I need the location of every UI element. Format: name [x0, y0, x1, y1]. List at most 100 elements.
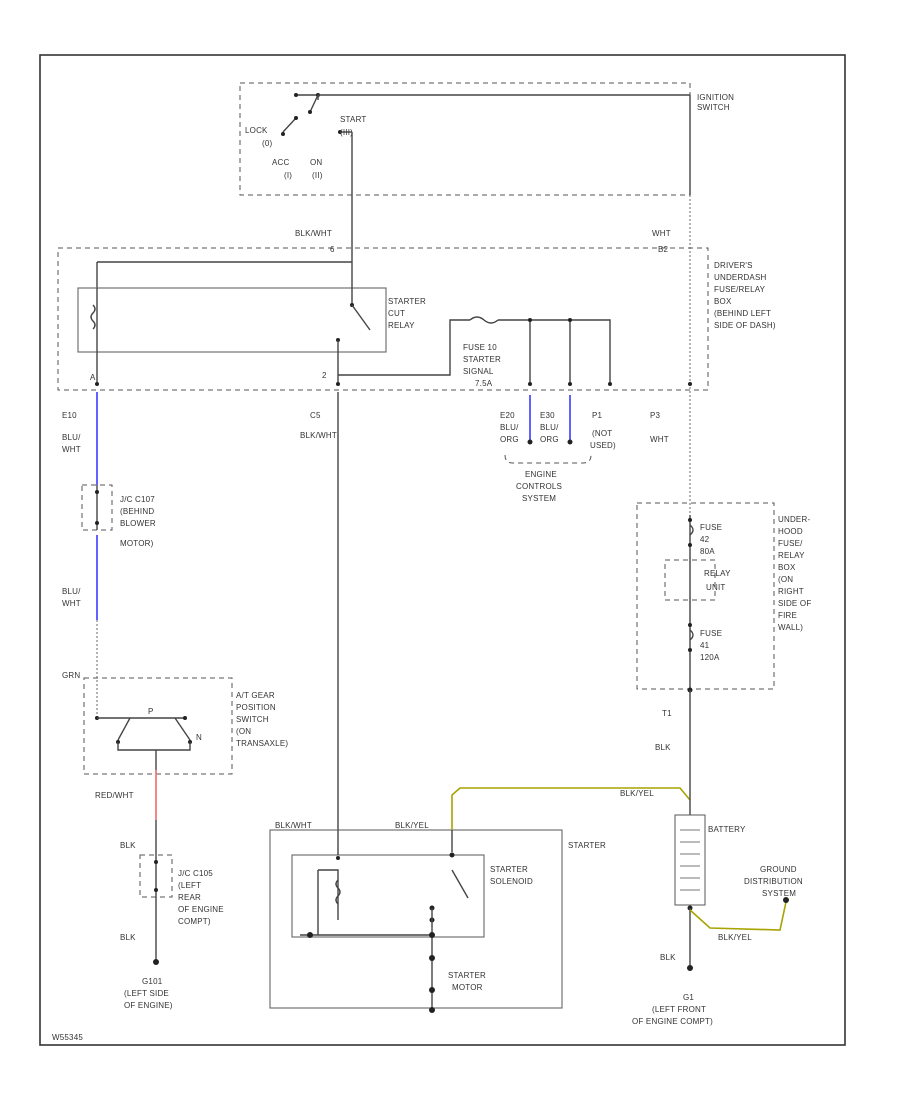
- relay-label: STARTER: [388, 297, 426, 306]
- underhood-label: (ON: [778, 575, 793, 584]
- ground-distribution-label: GROUND: [760, 865, 797, 874]
- ground-label: G1: [683, 993, 694, 1002]
- wire-color: BLK: [120, 933, 136, 942]
- ignition-position-on-code: (II): [312, 171, 323, 180]
- connector-e20: E20: [500, 411, 515, 420]
- motor-label: STARTER: [448, 971, 486, 980]
- fuse-label: 42: [700, 535, 710, 544]
- switch-position-p: P: [148, 707, 154, 716]
- switch-label: POSITION: [236, 703, 276, 712]
- ground-label: (LEFT FRONT: [652, 1005, 706, 1014]
- ignition-switch: IGNITION SWITCH LOCK (0) ACC (I) ON (II)…: [239, 82, 734, 196]
- pin-label: 6: [330, 245, 335, 254]
- battery-label: BATTERY: [708, 825, 746, 834]
- fuse-label: FUSE: [700, 523, 722, 532]
- switch-label: A/T GEAR: [236, 691, 275, 700]
- connector-t1: T1: [662, 709, 672, 718]
- jc-c105: J/C C105 (LEFT REAR OF ENGINE COMPT): [139, 854, 224, 926]
- engine-controls-label: CONTROLS: [516, 482, 562, 491]
- fuse-label: 120A: [700, 653, 720, 662]
- underhood-label: WALL): [778, 623, 803, 632]
- fuse-label: 80A: [700, 547, 715, 556]
- jc-label: J/C C107: [120, 495, 155, 504]
- ground-distribution-label: DISTRIBUTION: [744, 877, 803, 886]
- wire-color: BLK: [655, 743, 671, 752]
- fuse-label: STARTER: [463, 355, 501, 364]
- wire-color: BLK/YEL: [718, 933, 752, 942]
- underhood-label: FIRE: [778, 611, 797, 620]
- jc-label: (BEHIND: [120, 507, 154, 516]
- jc-label: REAR: [178, 893, 201, 902]
- wire-color: WHT: [62, 599, 81, 608]
- jc-c107: J/C C107 (BEHIND BLOWER MOTOR): [81, 484, 156, 548]
- ground-label: G101: [142, 977, 163, 986]
- wire-color: BLK/YEL: [620, 789, 654, 798]
- engine-controls-label: ENGINE: [525, 470, 557, 479]
- wire-note: USED): [590, 441, 616, 450]
- fuse-box-label: (BEHIND LEFT: [714, 309, 771, 318]
- diagram-code: W55345: [52, 1033, 83, 1042]
- starter-label: STARTER: [568, 841, 606, 850]
- connector-p1: P1: [592, 411, 603, 420]
- jc-label: (LEFT: [178, 881, 201, 890]
- engine-controls-branch: E20 BLU/ ORG E30 BLU/ ORG P1 (NOT USED) …: [500, 395, 616, 503]
- underhood-label: FUSE/: [778, 539, 803, 548]
- underhood-label: RIGHT: [778, 587, 804, 596]
- jc-label: OF ENGINE: [178, 905, 224, 914]
- ignition-switch-label: IGNITION: [697, 93, 734, 102]
- connector-e30: E30: [540, 411, 555, 420]
- fuse-label: SIGNAL: [463, 367, 494, 376]
- switch-label: (ON: [236, 727, 251, 736]
- engine-controls-label: SYSTEM: [522, 494, 556, 503]
- motor-label: MOTOR: [452, 983, 483, 992]
- jc-label: J/C C105: [178, 869, 213, 878]
- ignition-position-acc-code: (I): [284, 171, 292, 180]
- wire-color: WHT: [650, 435, 669, 444]
- underhood-label: UNDER-: [778, 515, 810, 524]
- solenoid-label: STARTER: [490, 865, 528, 874]
- wire-color: BLU/: [500, 423, 519, 432]
- blk-yel-battery-cable: [451, 787, 691, 830]
- fuse-box-label: BOX: [714, 297, 732, 306]
- diagram-frame: [39, 54, 846, 1046]
- ignition-position-start-code: (III): [340, 128, 353, 137]
- fuse-box-connectors: [95, 382, 692, 386]
- relay-label: RELAY: [388, 321, 415, 330]
- ignition-position-acc: ACC: [272, 158, 290, 167]
- wire-color: BLU/: [540, 423, 559, 432]
- wire-color: ORG: [540, 435, 559, 444]
- fuse-starter-signal: FUSE 10 STARTER SIGNAL 7.5A: [338, 316, 611, 388]
- connector-e10: E10: [62, 411, 77, 420]
- jc-label: COMPT): [178, 917, 211, 926]
- ground-label: OF ENGINE COMPT): [632, 1017, 713, 1026]
- underhood-fuse-relay-box: UNDER- HOOD FUSE/ RELAY BOX (ON RIGHT SI…: [636, 502, 811, 690]
- fuse-box-label: FUSE/RELAY: [714, 285, 766, 294]
- wire-color: BLK/WHT: [300, 431, 337, 440]
- blk-yel-ground-cable: [689, 901, 787, 931]
- starter-cut-relay: STARTER CUT RELAY: [77, 262, 426, 382]
- fuse-label: 41: [700, 641, 710, 650]
- fuse-label: FUSE 10: [463, 343, 497, 352]
- wire-color: RED/WHT: [95, 791, 134, 800]
- ground-distribution: GROUND DISTRIBUTION SYSTEM: [744, 865, 803, 898]
- ground-distribution-label: SYSTEM: [762, 889, 796, 898]
- wire-color: BLK/YEL: [395, 821, 429, 830]
- ignition-position-lock-code: (0): [262, 139, 273, 148]
- underhood-label: SIDE OF: [778, 599, 811, 608]
- g101-ground: G101 (LEFT SIDE OF ENGINE): [124, 977, 173, 1010]
- relay-label: CUT: [388, 309, 405, 318]
- wire-color: GRN: [62, 671, 80, 680]
- wire-color: ORG: [500, 435, 519, 444]
- fuse-box-label: DRIVER'S: [714, 261, 753, 270]
- ignition-position-on: ON: [310, 158, 322, 167]
- wire-color: BLK: [660, 953, 676, 962]
- starter: STARTER BLK/WHT BLK/YEL STARTER SOLENOID…: [269, 821, 606, 1013]
- at-gear-position-switch: A/T GEAR POSITION SWITCH (ON TRANSAXLE) …: [83, 677, 288, 775]
- battery: BATTERY: [674, 814, 746, 911]
- pin-label: B2: [658, 245, 669, 254]
- relay-unit-label: RELAY: [704, 569, 731, 578]
- ignition-position-start: START: [340, 115, 366, 124]
- switch-label: TRANSAXLE): [236, 739, 288, 748]
- ground-label: OF ENGINE): [124, 1001, 173, 1010]
